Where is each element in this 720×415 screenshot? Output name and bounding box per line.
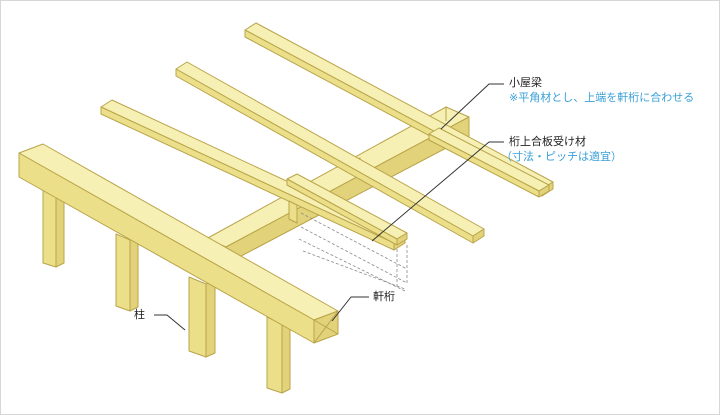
note-plywood-receiver: （寸法・ピッチは適宜）: [501, 150, 622, 163]
label-post: 柱: [134, 308, 145, 321]
post-3: [188, 276, 216, 358]
note-roof-beam: ※平角材とし、上端を軒桁に合わせる: [509, 91, 695, 104]
post-4: [266, 316, 291, 394]
post-2: [115, 233, 139, 312]
eave-beam: [18, 143, 339, 344]
receiver-short: [286, 173, 408, 246]
receiver-right: [428, 127, 550, 198]
label-eave-beam: 軒桁: [373, 290, 395, 303]
rafter-back-2: [175, 61, 485, 244]
label-plywood-receiver: 桁上合板受け材: [509, 135, 586, 148]
label-roof-beam: 小屋梁: [509, 76, 542, 89]
leader-lines: [154, 83, 504, 331]
hidden-lines: [298, 212, 408, 292]
